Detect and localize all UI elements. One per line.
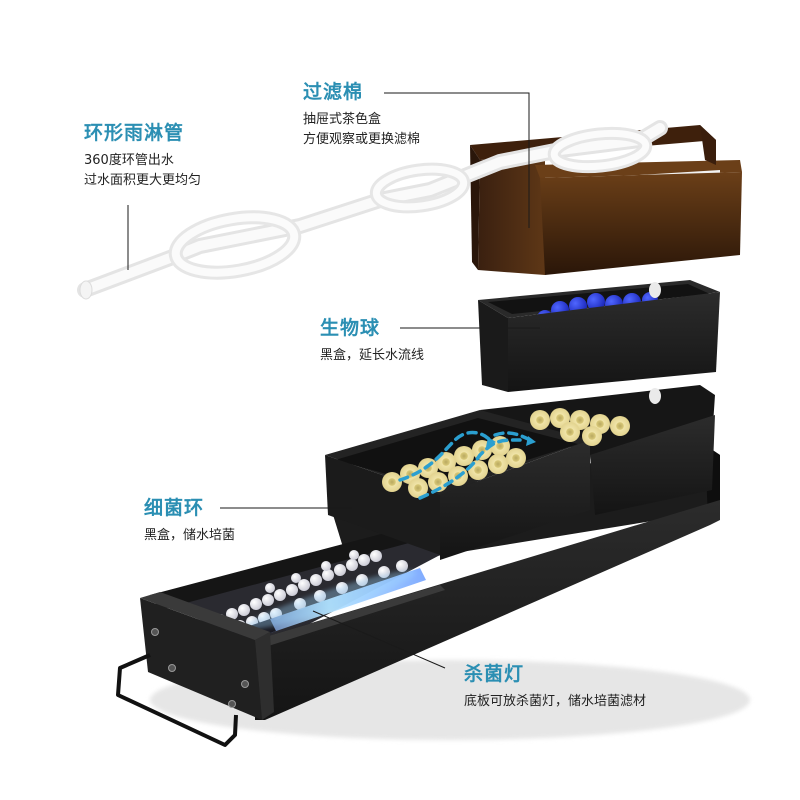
- callout-desc-line: 抽屉式茶色盒: [303, 112, 382, 127]
- callout-title: 过滤棉: [303, 81, 364, 103]
- callout-desc-line: 360度环管出水: [84, 153, 174, 168]
- callout-title: 环形雨淋管: [84, 122, 185, 144]
- callout-filter-sponge: 过滤棉 抽屉式茶色盒 方便观察或更换滤棉: [303, 80, 420, 150]
- callout-title: 杀菌灯: [464, 663, 525, 685]
- callout-desc-line: 方便观察或更换滤棉: [303, 132, 421, 147]
- callout-desc-line: 黑盒，储水培菌: [144, 528, 236, 543]
- tray-handle: [116, 653, 238, 747]
- callout-uv-lamp: 杀菌灯 底板可放杀菌灯，储水培菌滤材: [464, 662, 646, 712]
- leader-lines: [127, 92, 540, 669]
- callout-title: 生物球: [320, 317, 381, 339]
- callout-rain-pipe: 环形雨淋管 360度环管出水 过水面积更大更均匀: [84, 121, 201, 191]
- callout-title: 细菌环: [144, 497, 205, 519]
- callout-desc-line: 底板可放杀菌灯，储水培菌滤材: [464, 694, 647, 709]
- callout-bacteria-rings: 细菌环 黑盒，储水培菌: [144, 496, 235, 546]
- callout-bio-balls: 生物球 黑盒，延长水流线: [320, 316, 424, 366]
- callout-desc-line: 黑盒，延长水流线: [320, 348, 425, 363]
- bacteria-ring-boxes: [325, 385, 715, 560]
- bio-ball-box: [478, 280, 720, 404]
- leader-filter-sponge: [384, 92, 530, 228]
- tea-brown-drawer: [470, 125, 742, 298]
- ring-rain-pipe: [77, 120, 668, 300]
- callout-desc-line: 过水面积更大更均匀: [84, 173, 202, 188]
- leader-uv-lamp: [312, 610, 446, 669]
